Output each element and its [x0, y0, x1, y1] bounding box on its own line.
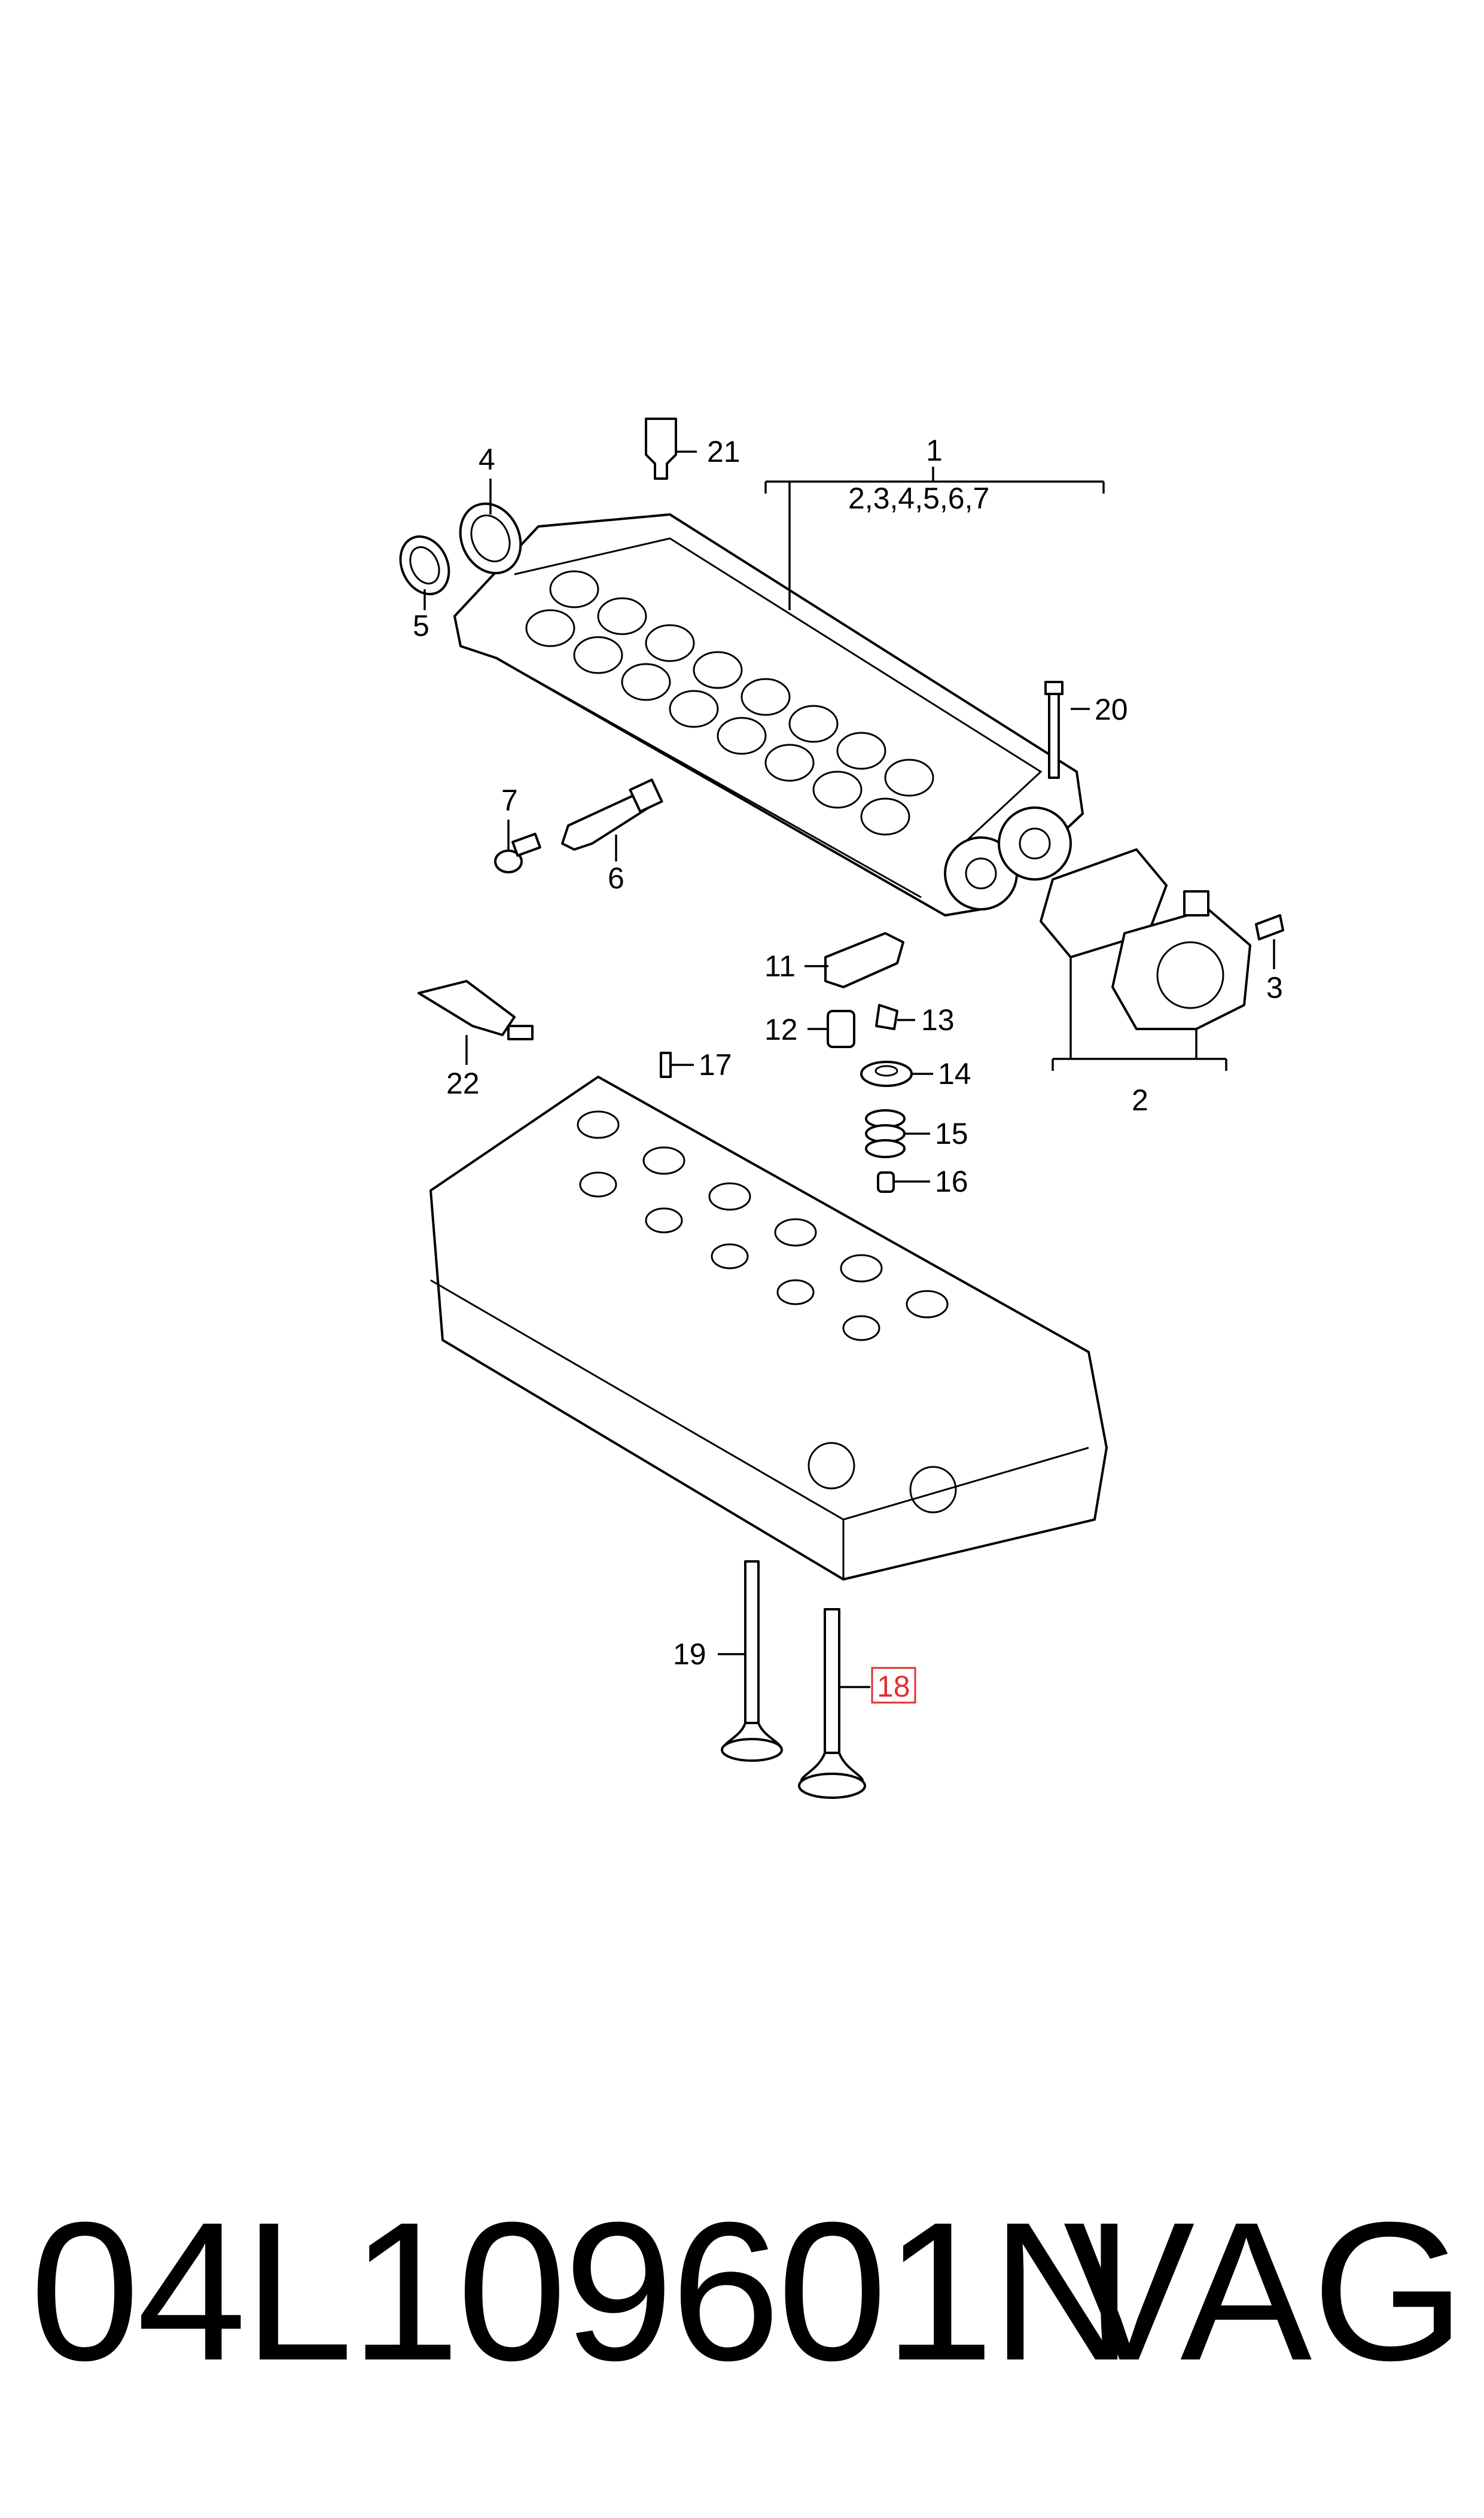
valve-keepers-drawing [875, 1004, 898, 1030]
valve-19-drawing [721, 1560, 783, 1762]
callout-21: 21 [707, 435, 741, 468]
valve-spring-drawing [865, 1109, 906, 1158]
callout-16: 16 [935, 1165, 968, 1198]
valve-stem-seal-drawing [877, 1171, 895, 1193]
callout-6: 6 [608, 861, 624, 895]
callout-17: 17 [699, 1048, 732, 1082]
spring-retainer-drawing [860, 1061, 913, 1087]
sealant-tube-drawing [418, 980, 534, 1040]
callout-5: 5 [413, 609, 429, 643]
rocker-arm-drawing [824, 932, 904, 988]
brand-name: VAG [1063, 2181, 1465, 2401]
callout-12: 12 [764, 1013, 798, 1046]
vacuum-pump-drawing [1040, 848, 1251, 1030]
sensor-drawing [561, 778, 663, 851]
leader-lines [423, 450, 1275, 1688]
callout-20: 20 [1095, 693, 1128, 726]
bolt-7-drawing [494, 832, 541, 873]
cylinder-head-drawing [429, 1076, 1108, 1581]
callout-11: 11 [764, 949, 796, 983]
callout-7: 7 [501, 784, 518, 817]
callout-14: 14 [938, 1057, 971, 1091]
seal-ring-drawing [399, 502, 522, 596]
pin-17-drawing [660, 1052, 672, 1078]
part-number: 04L109601N [30, 2181, 1133, 2401]
callout-15: 15 [935, 1117, 968, 1150]
callout-3: 3 [1266, 971, 1283, 1004]
callout-19: 19 [673, 1637, 706, 1671]
callout-18: 18 [877, 1670, 910, 1703]
hydraulic-lifter-drawing [827, 1010, 855, 1048]
callout-13: 13 [921, 1003, 955, 1037]
callout-22: 22 [446, 1067, 480, 1100]
callout-18-highlight-box [871, 1667, 916, 1704]
bolt-20-drawing [1044, 681, 1064, 779]
part-number-footer: 04L109601N VAG [30, 2166, 1465, 2417]
valve-18-drawing [798, 1608, 866, 1799]
callout-1-subparts: 2,3,4,5,6,7 [848, 482, 989, 515]
callout-1: 1 [926, 434, 943, 467]
bolt-3-drawing [1255, 914, 1284, 940]
camshaft-housing-drawing [453, 513, 1084, 917]
callout-2: 2 [1132, 1083, 1148, 1117]
callout-4: 4 [479, 443, 495, 476]
plug-drawing [645, 418, 677, 480]
